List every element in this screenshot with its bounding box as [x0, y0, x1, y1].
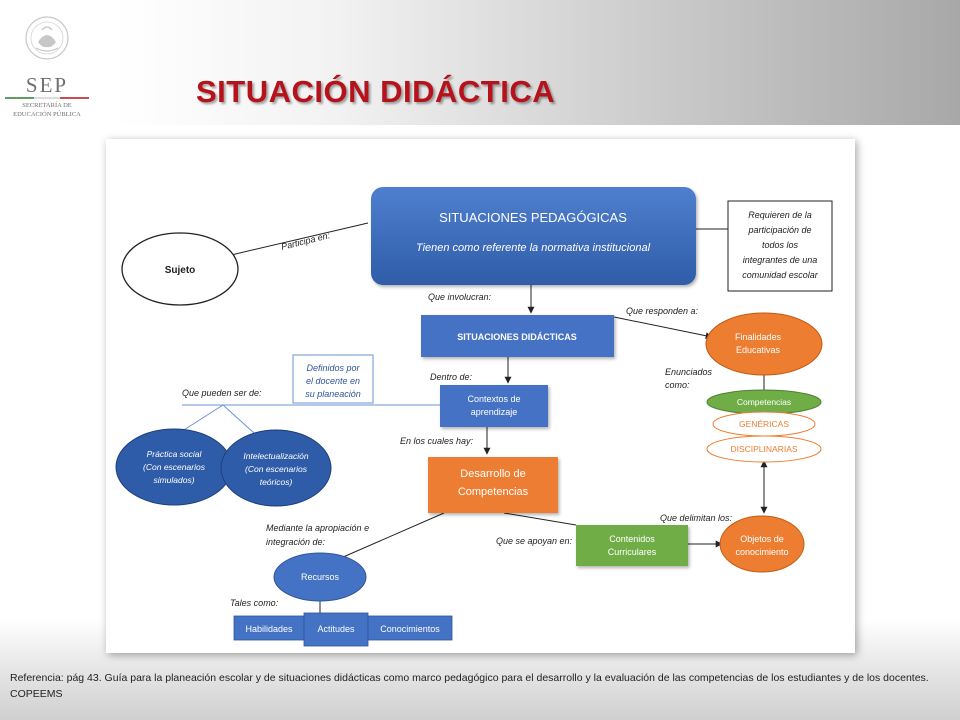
connectors-blue	[175, 404, 440, 436]
coat-of-arms-icon	[25, 16, 69, 60]
node-recursos	[273, 552, 367, 602]
node-contextos-line: aprendizaje	[471, 407, 518, 417]
node-finalidades-line: Educativas	[736, 345, 781, 355]
node-requieren	[727, 200, 833, 292]
node-intelectualizacion-line: Intelectualización	[243, 451, 308, 461]
node-contextos-line: Contextos de	[467, 394, 520, 404]
node-situaciones-pedagogicas-subtitle: Tienen como referente la normativa insti…	[416, 242, 651, 254]
node-situaciones-didacticas	[421, 315, 614, 357]
link-label-involucran: Que involucran:	[428, 292, 492, 302]
node-practica-line: (Con escenarios	[143, 462, 206, 472]
node-requieren-line: participación de	[747, 225, 811, 235]
node-situaciones-didacticas-label: SITUACIONES DIDÁCTICAS	[457, 332, 577, 342]
node-definidos	[292, 354, 374, 404]
node-practica-line: Práctica social	[147, 449, 203, 459]
link-desarrollo-contenidos	[503, 512, 577, 526]
node-contextos	[440, 385, 548, 427]
link-tipos-intelectualizacion	[222, 404, 255, 434]
header-band	[0, 0, 960, 125]
node-actitudes	[303, 612, 369, 647]
link-label-dentro: Dentro de:	[430, 372, 473, 382]
node-objetos-line: Objetos de	[740, 534, 784, 544]
link-label-mediante: Mediante la apropiación e	[266, 523, 369, 533]
node-intelectualizacion-line: (Con escenarios	[245, 464, 308, 474]
link-label-cuales-hay: En los cuales hay:	[400, 436, 474, 446]
node-desarrollo-line: Desarrollo de	[460, 468, 525, 480]
link-label-participa: Participa en:	[280, 230, 331, 252]
sep-name-line2: EDUCACIÓN PÚBLICA	[13, 110, 81, 118]
sep-logo: SEP SECRETARÍA DE EDUCACIÓN PÚBLICA	[5, 16, 89, 118]
sep-name-line1: SECRETARÍA DE	[22, 101, 72, 109]
node-requieren-line: Requieren de la	[748, 210, 812, 220]
link-label-enunciados: Enunciados	[665, 367, 713, 377]
concept-map-svg: Sujeto SITUACIONES PEDAGÓGICAS Tienen co…	[115, 187, 833, 647]
node-habilidades	[233, 615, 305, 641]
node-requieren-line: integrantes de una	[743, 255, 818, 265]
node-finalidades-line: Finalidades	[735, 332, 782, 342]
node-genericas-label: GENÉRICAS	[739, 419, 789, 429]
connectors	[213, 222, 768, 616]
node-conocimientos	[367, 615, 453, 641]
node-competencias-label: Competencias	[737, 397, 791, 407]
page-title: SITUACIÓN DIDÁCTICA	[196, 74, 556, 109]
node-sujeto	[121, 232, 239, 306]
node-objetos	[719, 515, 805, 573]
node-intelectualizacion	[220, 429, 332, 507]
node-contenidos-line: Contenidos	[609, 534, 655, 544]
node-situaciones-pedagogicas	[371, 187, 696, 285]
concept-map: Sujeto SITUACIONES PEDAGÓGICAS Tienen co…	[106, 139, 855, 653]
node-habilidades-label: Habilidades	[245, 624, 293, 634]
node-contenidos-line: Curriculares	[608, 547, 657, 557]
link-label-delimitan: Que delimitan los:	[660, 513, 733, 523]
reference-note: Referencia: pág 43. Guía para la planeac…	[10, 672, 929, 700]
node-finalidades	[705, 312, 823, 376]
link-label-tales: Tales como:	[230, 598, 279, 608]
node-actitudes-label: Actitudes	[317, 624, 355, 634]
node-disciplinarias	[706, 435, 822, 463]
node-recursos-label: Recursos	[301, 572, 340, 582]
node-intelectualizacion-line: teóricos)	[260, 477, 293, 487]
link-label-responden: Que responden a:	[626, 306, 699, 316]
node-requieren-line: todos los	[762, 240, 799, 250]
node-practica-line: simulados)	[153, 475, 194, 485]
node-objetos-line: conocimiento	[735, 547, 788, 557]
link-label-mediante: integración de:	[266, 537, 326, 547]
link-label-enunciados: como:	[665, 380, 690, 390]
node-sujeto-label: Sujeto	[165, 265, 196, 276]
node-desarrollo-line: Competencias	[458, 486, 529, 498]
node-definidos-line: su planeación	[305, 389, 361, 399]
link-sujeto-pedagogicas	[213, 222, 369, 260]
node-conocimientos-label: Conocimientos	[380, 624, 440, 634]
link-didacticas-finalidades	[613, 316, 713, 340]
node-contenidos-curriculares	[576, 525, 688, 566]
node-requieren-line: comunidad escolar	[742, 270, 819, 280]
node-situaciones-pedagogicas-title: SITUACIONES PEDAGÓGICAS	[439, 210, 627, 225]
link-label-pueden-ser: Que pueden ser de:	[182, 388, 262, 398]
node-definidos-line: el docente en	[306, 376, 360, 386]
sep-acronym: SEP	[26, 73, 68, 97]
node-definidos-line: Definidos por	[306, 363, 360, 373]
link-desarrollo-recursos	[333, 512, 445, 562]
link-label-apoyan: Que se apoyan en:	[496, 536, 573, 546]
node-desarrollo-competencias	[428, 457, 558, 513]
node-disciplinarias-label: DISCIPLINARIAS	[730, 444, 797, 454]
